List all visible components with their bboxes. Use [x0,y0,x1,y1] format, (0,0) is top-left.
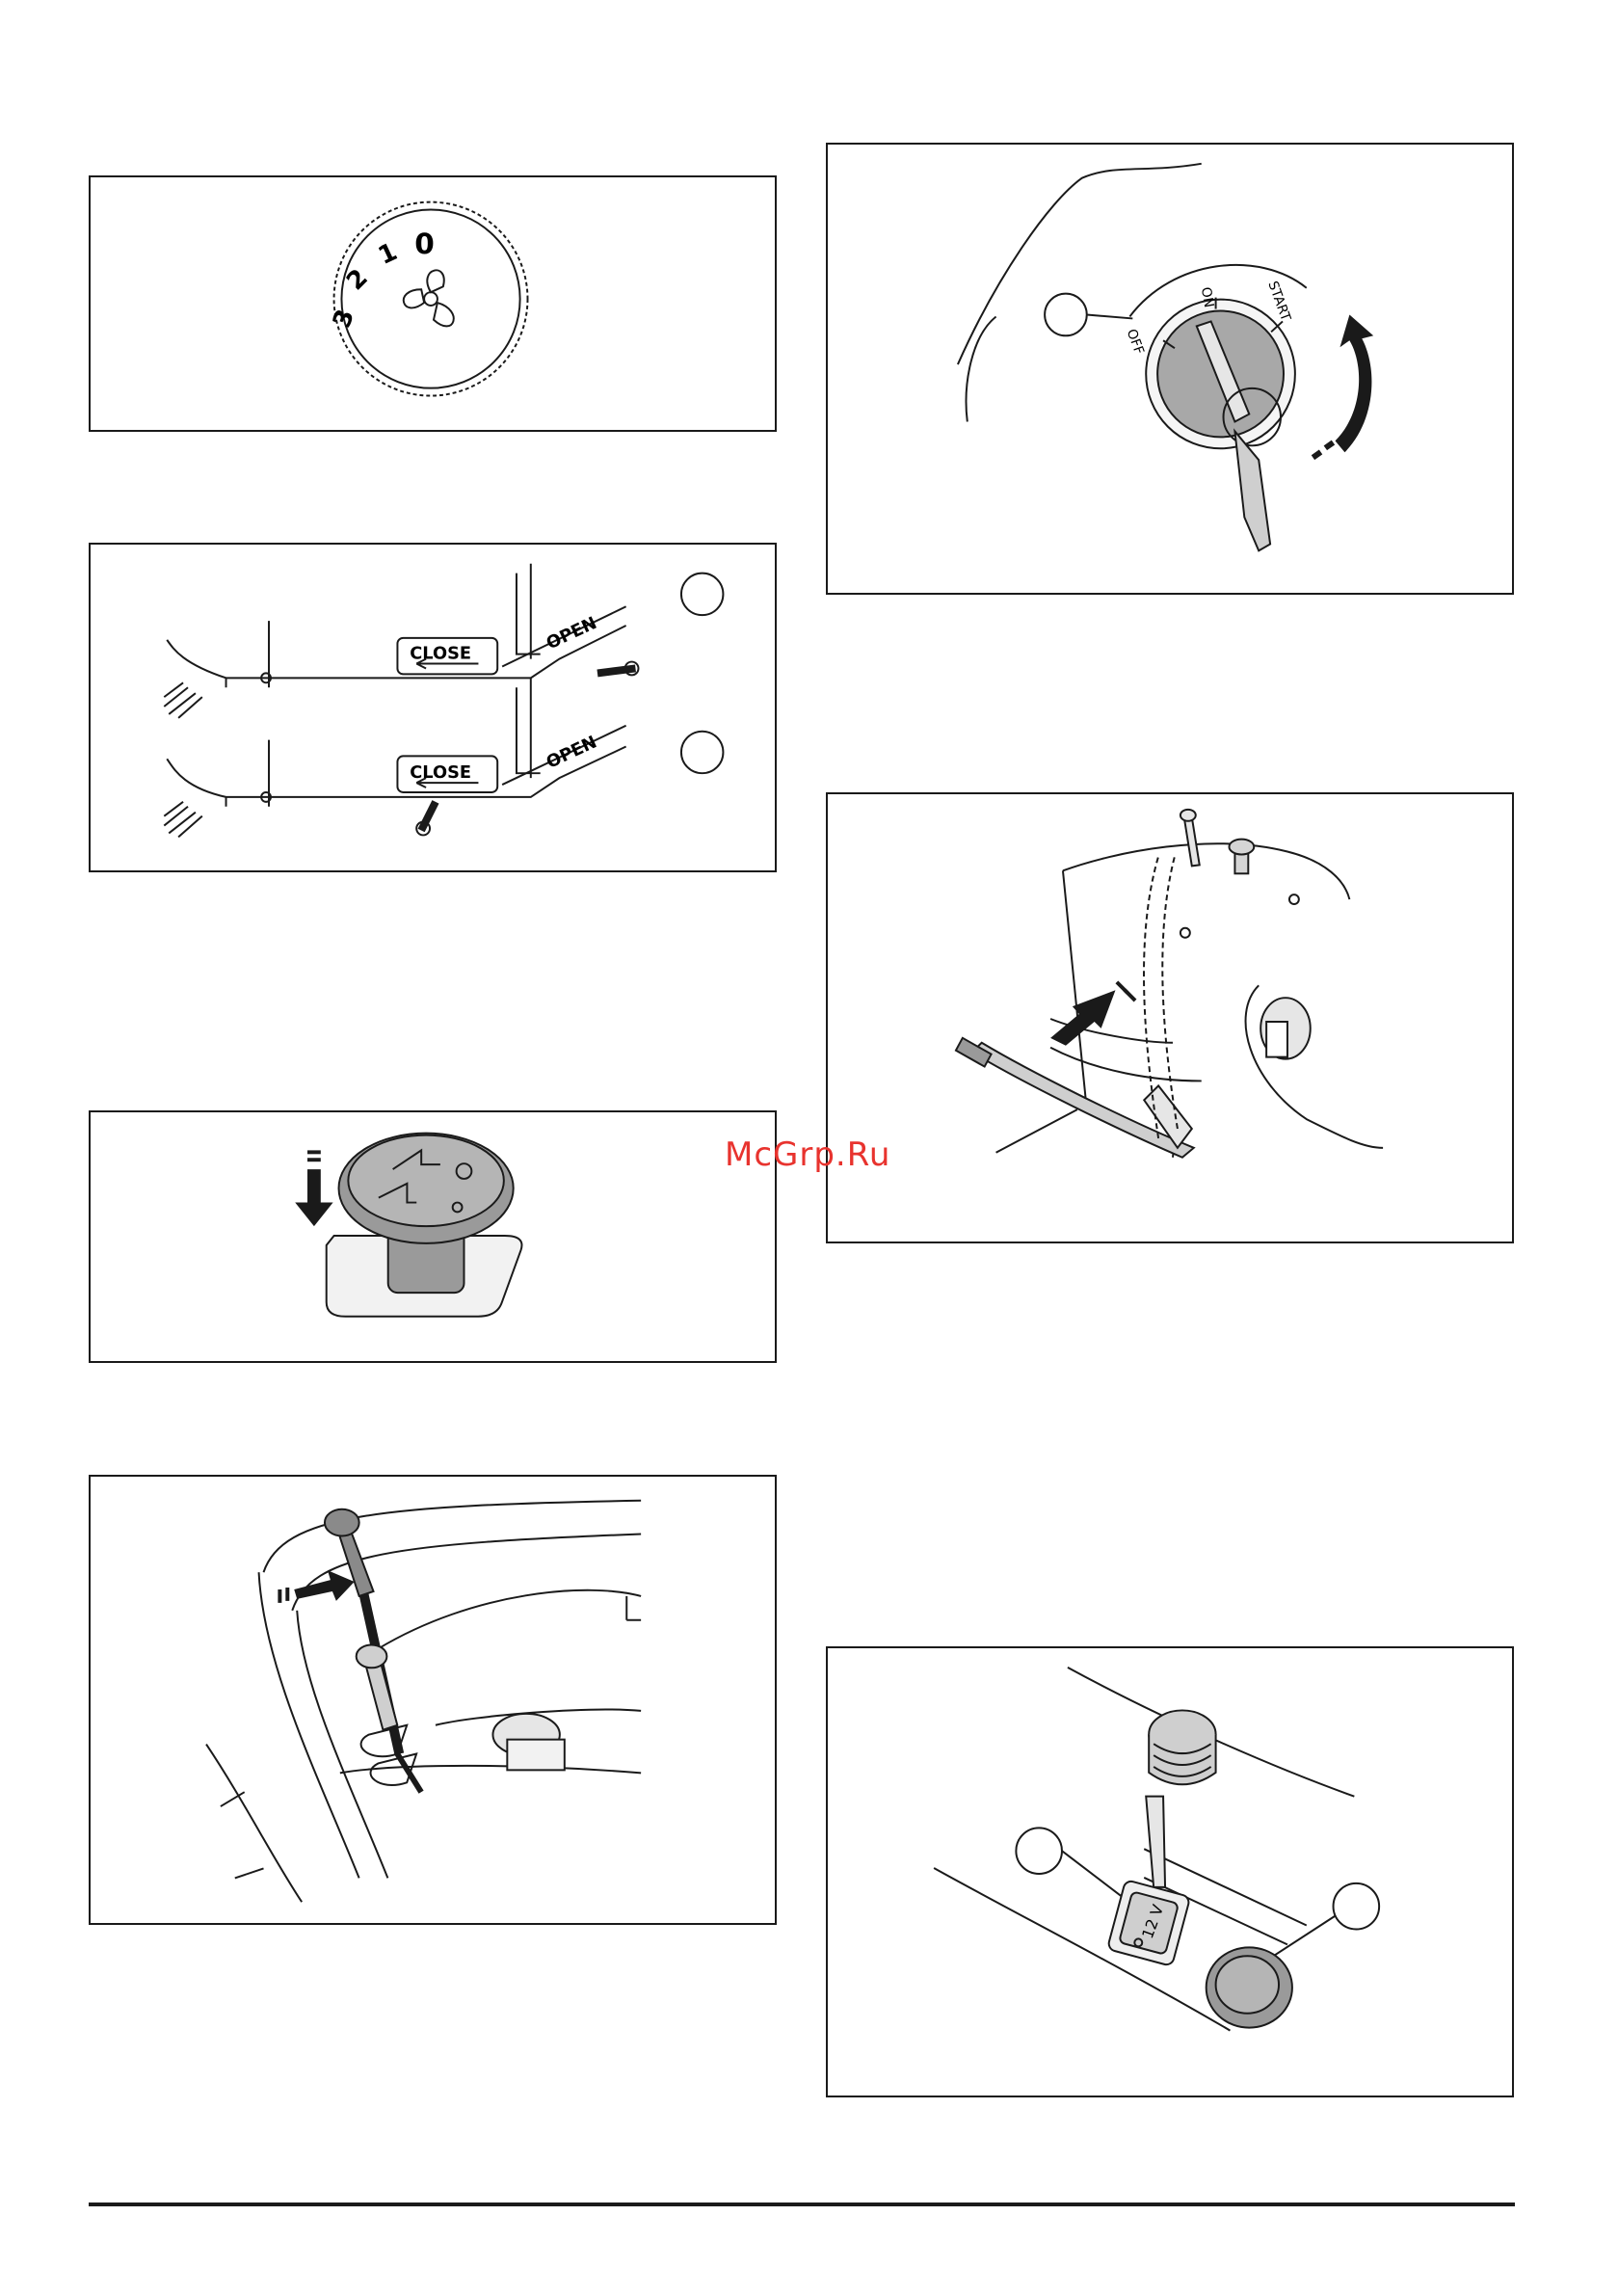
choke-close-label-top: CLOSE [410,644,471,664]
figure-gear-lever [89,1475,777,1925]
footer-rule [89,2203,1515,2206]
fan-level-0: 0 [414,227,435,260]
figure-12v-outlet: 12 V [826,1646,1514,2097]
pto-knob-illustration [91,1112,775,1361]
push-forward-arrow-icon [278,1570,354,1603]
rotate-clockwise-arrow-icon [1312,314,1373,460]
choke-open-label-bottom: OPEN [544,732,600,772]
watermark: McGrp.Ru [725,1135,890,1174]
choke-close-label-bottom: CLOSE [410,762,471,783]
figure-pto-knob [89,1110,777,1363]
figure-ignition: OFF ON START [826,143,1514,595]
choke-illustration: CLOSE OPEN CLOSE OPEN [91,545,775,870]
ignition-illustration: OFF ON START [828,145,1512,593]
height-lever-illustration [828,794,1512,1241]
gear-lever-illustration [91,1477,775,1923]
figure-height-lever [826,792,1514,1243]
figure-choke: CLOSE OPEN CLOSE OPEN [89,543,777,872]
fan-knob-illustration: 3 2 1 0 [91,177,775,430]
fan-level-3: 3 [328,306,360,332]
fan-level-1: 1 [374,237,402,271]
fan-icon [404,270,454,326]
push-down-arrow-icon [295,1150,332,1226]
figure-fan-knob: 3 2 1 0 [89,175,777,432]
pull-back-arrow-icon [1050,981,1136,1046]
ignition-off-label: OFF [1124,327,1147,357]
outlet-illustration: 12 V [828,1648,1512,2096]
choke-open-label-top: OPEN [544,613,600,654]
